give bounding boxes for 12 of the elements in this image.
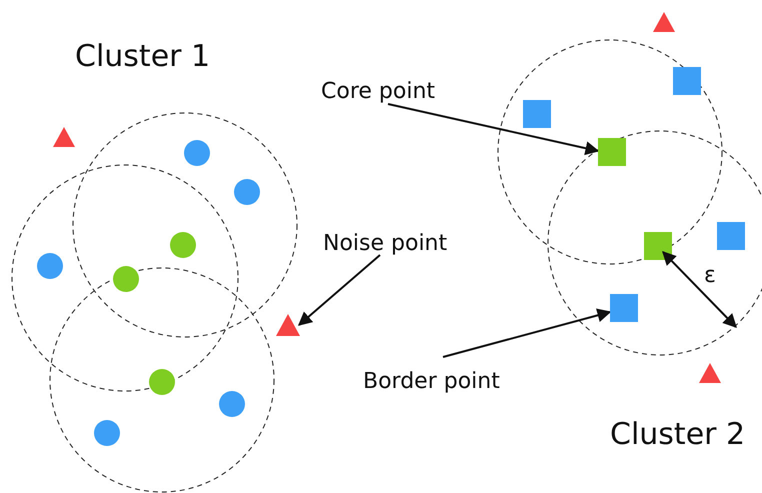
point-type-label: Noise point [323,232,448,256]
cluster-title: Cluster 1 [75,40,210,73]
square-point-icon [610,294,638,322]
leader-line [388,103,600,156]
cluster-title: Cluster 2 [610,418,746,451]
epsilon-label: ε [704,264,716,288]
leader-line [298,254,381,326]
point-type-label: Core point [321,80,436,104]
triangle-point-icon [276,314,300,336]
square-point-icon [598,138,626,166]
leader-line [442,308,612,358]
point-type-label: Border point [363,370,500,394]
